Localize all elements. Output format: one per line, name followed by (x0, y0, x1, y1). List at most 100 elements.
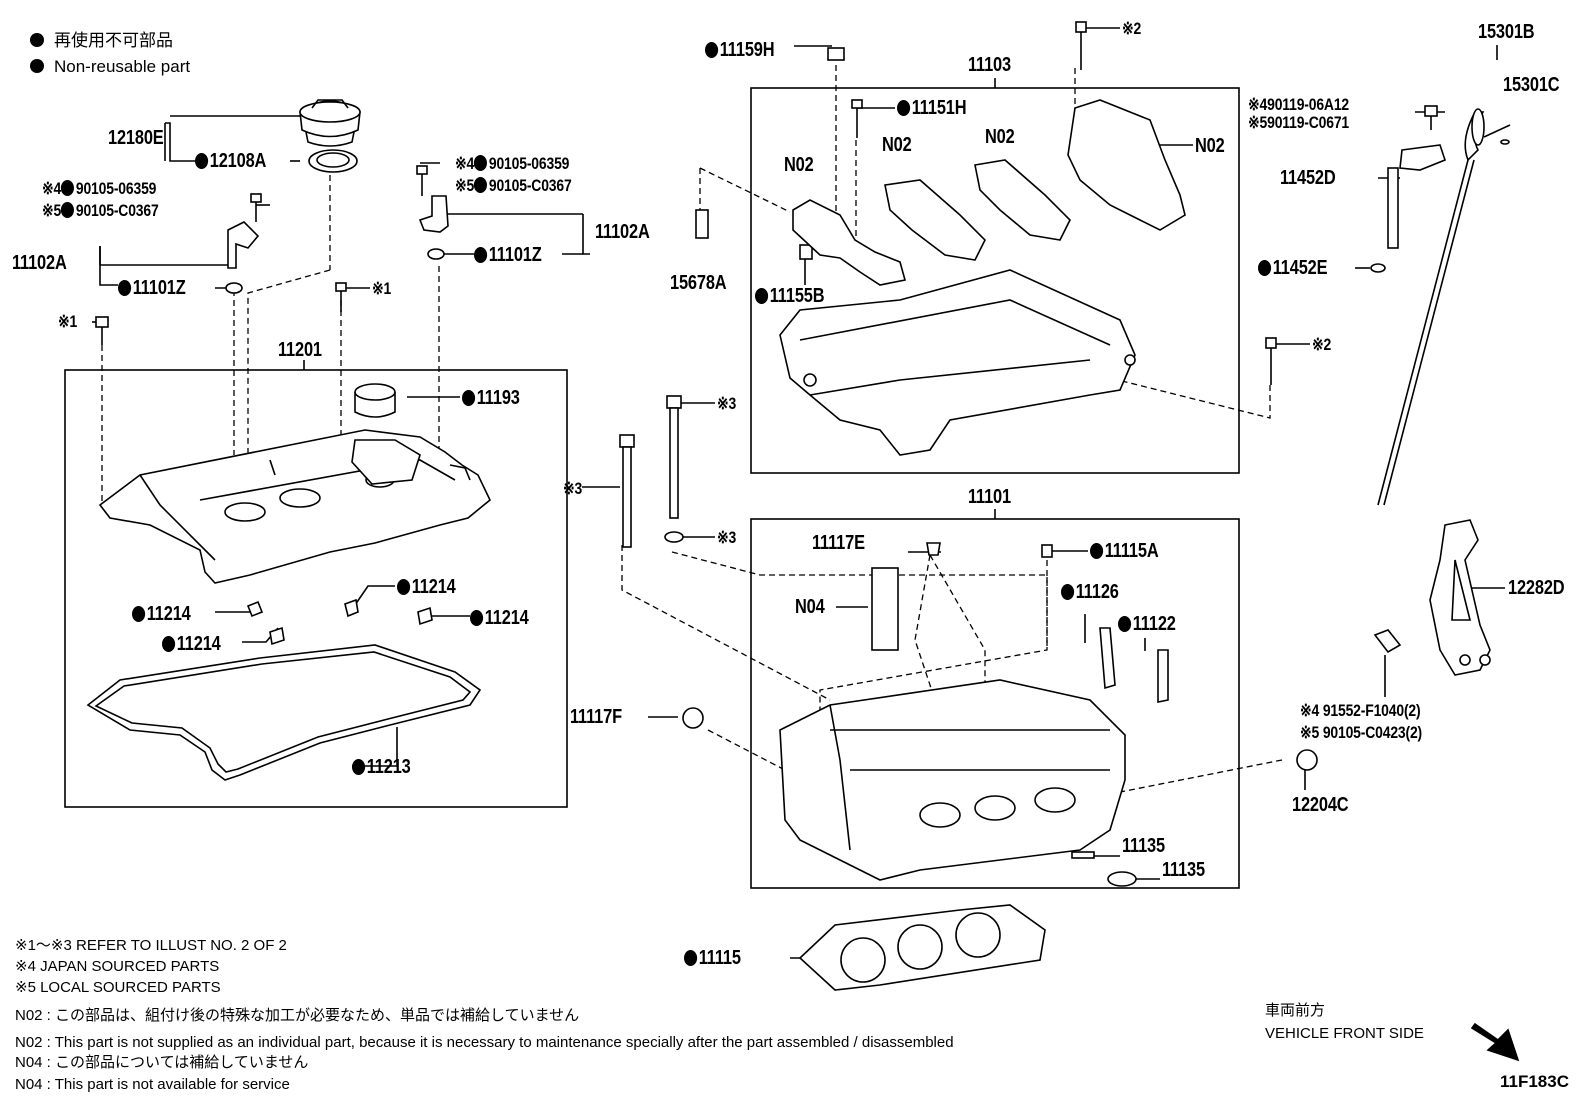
label-11101Z-left-text: 11101Z (132, 277, 186, 299)
bullet-icon (30, 33, 44, 47)
label-11193[interactable]: 11193 (462, 388, 520, 408)
bullet-icon (162, 636, 176, 652)
label-11452E[interactable]: 11452E (1258, 257, 1328, 279)
ref3-left: ※3 (563, 479, 583, 498)
label-11117E[interactable]: 11117E (812, 532, 865, 554)
label-11126[interactable]: 11126 (1061, 582, 1119, 602)
label-12108A[interactable]: 12108A (195, 151, 266, 171)
label-11214-a[interactable]: 11214 (397, 577, 456, 597)
label-n02-d[interactable]: N02 (1195, 135, 1225, 157)
note5-mid: ※5 (455, 176, 475, 195)
label-11213[interactable]: 11213 (352, 757, 411, 777)
label-11214-c[interactable]: 11214 (470, 608, 529, 628)
label-11102A-mid[interactable]: 11102A (595, 221, 650, 243)
illustration-code: 11F183C (1500, 1072, 1569, 1091)
label-11101Z-left[interactable]: 11101Z (118, 278, 186, 298)
cover-gasket-drawing (86, 644, 482, 781)
bullet-icon (1258, 260, 1272, 276)
label-11122[interactable]: 11122 (1118, 614, 1176, 634)
label-90105-06359-mid-text: 90105-06359 (488, 154, 570, 173)
bullet-icon (132, 606, 146, 622)
camshaft-housing-drawing (695, 21, 1277, 456)
bullet-icon (61, 202, 75, 218)
ref2-right: ※2 (1312, 335, 1332, 354)
bullet-icon (118, 280, 132, 296)
label-11159H[interactable]: 11159H (705, 40, 775, 60)
label-11101Z-mid-text: 11101Z (488, 244, 542, 266)
label-11101Z-mid[interactable]: 11101Z (474, 245, 542, 265)
label-90105-C0367-mid[interactable]: ※5 90105-C0367 (455, 177, 572, 194)
ref3-washer: ※3 (717, 528, 737, 547)
label-90105-C0423[interactable]: ※5 90105-C0423(2) (1300, 723, 1423, 742)
label-90105-06359-mid[interactable]: ※4 90105-06359 (455, 155, 569, 172)
label-n02-b[interactable]: N02 (882, 134, 912, 156)
cam-sensor-left-drawing (225, 193, 262, 294)
bolt-ref1-drawing (95, 282, 347, 345)
cam-sensor-mid-drawing (416, 165, 449, 260)
bullet-icon (61, 180, 75, 196)
bullet-icon (397, 579, 411, 595)
label-15301B[interactable]: 15301B (1478, 21, 1535, 43)
bullet-icon (474, 247, 488, 263)
label-11452D[interactable]: 11452D (1280, 167, 1336, 189)
label-15678A[interactable]: 15678A (670, 272, 727, 294)
note-n02-jp: N02 : この部品は、組付け後の特殊な加工が必要なため、単品では補給していませ… (15, 1007, 580, 1024)
label-11103[interactable]: 11103 (968, 54, 1011, 76)
note-n02-en: N02 : This part is not supplied as an in… (15, 1034, 954, 1051)
label-11151H[interactable]: 11151H (897, 98, 967, 118)
label-11126-text: 11126 (1075, 581, 1119, 603)
label-590119-C0671[interactable]: ※590119-C0671 (1248, 113, 1350, 132)
label-11122-text: 11122 (1132, 613, 1176, 635)
label-490119-06A12[interactable]: ※490119-06A12 (1248, 95, 1350, 114)
bullet-icon (684, 950, 698, 966)
label-11214-d[interactable]: 11214 (162, 634, 221, 654)
label-n02-a[interactable]: N02 (784, 154, 814, 176)
label-11117F[interactable]: 11117F (570, 706, 622, 728)
legend-jp-text: 再使用不可部品 (54, 31, 173, 50)
label-11155B[interactable]: 11155B (755, 286, 825, 306)
label-11214-b-text: 11214 (146, 603, 191, 625)
dipstick-drawing (1370, 105, 1510, 676)
oil-filler-cap-drawing (299, 99, 361, 147)
label-11101[interactable]: 11101 (968, 486, 1011, 508)
label-11214-a-text: 11214 (411, 576, 456, 598)
ref1-right: ※1 (372, 279, 392, 298)
note-local-sourced: ※5 LOCAL SOURCED PARTS (15, 979, 221, 996)
label-11452E-text: 11452E (1272, 257, 1328, 279)
front-side-jp: 車両前方 (1265, 1002, 1326, 1019)
label-11214-d-text: 11214 (176, 633, 221, 655)
bullet-icon (705, 42, 719, 58)
note-japan-sourced: ※4 JAPAN SOURCED PARTS (15, 958, 220, 975)
clamp-drawings (246, 598, 433, 646)
label-90105-C0367-mid-text: 90105-C0367 (488, 176, 572, 195)
label-12204C[interactable]: 12204C (1292, 794, 1349, 816)
label-11193-text: 11193 (476, 387, 520, 409)
label-11214-c-text: 11214 (484, 607, 529, 629)
bullet-icon (1090, 543, 1104, 559)
label-11135-b[interactable]: 11135 (1162, 859, 1205, 881)
cylinder-head-drawing (682, 542, 1318, 887)
label-15301C[interactable]: 15301C (1503, 74, 1560, 96)
label-11214-b[interactable]: 11214 (132, 604, 191, 624)
note4-mid: ※4 (455, 154, 475, 173)
label-91552-F1040[interactable]: ※4 91552-F1040(2) (1300, 701, 1421, 720)
front-arrow-icon (1470, 1022, 1520, 1062)
legend-jp: 再使用不可部品 (30, 32, 173, 49)
label-11102A-left[interactable]: 11102A (12, 252, 67, 274)
label-12108A-text: 12108A (209, 150, 267, 172)
label-11201[interactable]: 11201 (278, 339, 322, 361)
ref1-left: ※1 (58, 312, 78, 331)
label-11135-a[interactable]: 11135 (1122, 835, 1165, 857)
label-n04[interactable]: N04 (795, 596, 825, 618)
label-12180E[interactable]: 12180E (108, 127, 164, 149)
label-n02-c[interactable]: N02 (985, 126, 1015, 148)
note-refer-illust: ※1～※3 REFER TO ILLUST NO. 2 OF 2 (15, 937, 287, 954)
label-11115[interactable]: 11115 (684, 948, 741, 968)
head-bolts-drawing (619, 395, 684, 548)
bullet-icon (30, 59, 44, 73)
label-12282D[interactable]: 12282D (1508, 577, 1565, 599)
label-11115A[interactable]: 11115A (1090, 541, 1159, 561)
